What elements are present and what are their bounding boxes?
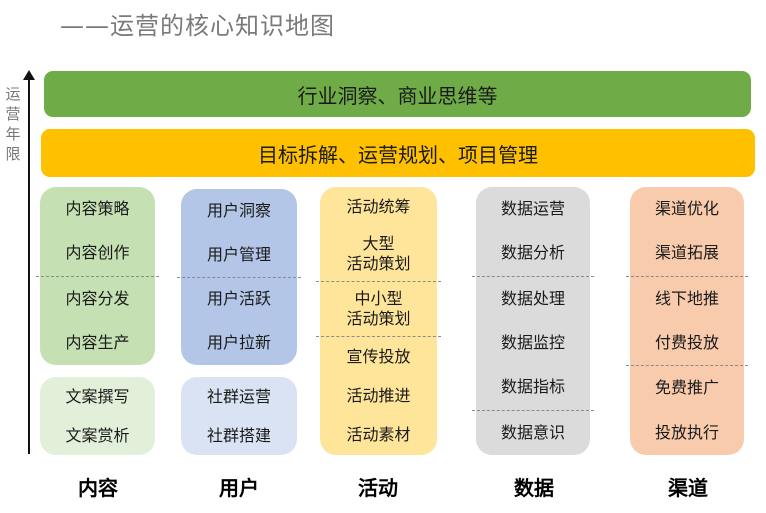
divider [316, 336, 441, 338]
column-label-activity: 活动 [358, 476, 398, 500]
list-item: 数据意识 [500, 422, 565, 442]
divider [626, 365, 748, 367]
column-label-content: 内容 [78, 476, 118, 500]
list-item: 文案赏析 [65, 425, 130, 445]
arrow-up-icon [23, 70, 35, 80]
list-item: 中小型 活动策划 [346, 289, 411, 329]
divider [626, 275, 748, 277]
bar-label: 目标拆解、运营规划、项目管理 [258, 142, 538, 167]
list-item: 付费投放 [654, 333, 719, 353]
list-item: 数据运营 [500, 199, 565, 219]
list-item: 社群运营 [206, 386, 271, 406]
column-label-user: 用户 [219, 476, 259, 500]
bar-planning-management: 目标拆解、运营规划、项目管理 [41, 129, 755, 177]
list-item: 数据指标 [500, 377, 565, 397]
content-lower-box: 文案撰写 文案赏析 [40, 377, 155, 455]
list-item: 活动统筹 [346, 196, 411, 216]
divider [472, 275, 594, 277]
list-item: 渠道优化 [654, 199, 719, 219]
list-item: 文案撰写 [65, 386, 130, 406]
list-item: 用户活跃 [206, 289, 271, 309]
diagram-title: ——运营的核心知识地图 [60, 12, 335, 40]
column-label-channel: 渠道 [668, 476, 708, 500]
divider [316, 280, 441, 282]
list-item: 数据监控 [500, 333, 565, 353]
list-item: 线下地推 [654, 288, 719, 308]
list-item: 免费推广 [654, 378, 719, 398]
list-item: 活动素材 [346, 425, 411, 445]
axis-line [28, 76, 30, 454]
content-upper-box: 内容策略 内容创作 内容分发 内容生产 [36, 187, 159, 365]
list-item: 用户管理 [206, 244, 271, 264]
list-item: 社群搭建 [206, 425, 271, 445]
channel-box: 渠道优化 渠道拓展 线下地推 付费投放 免费推广 投放执行 [626, 187, 748, 455]
user-lower-box: 社群运营 社群搭建 [181, 377, 297, 455]
list-item: 数据分析 [500, 243, 565, 263]
list-item: 数据处理 [500, 288, 565, 308]
list-item: 用户拉新 [206, 333, 271, 353]
list-item: 内容生产 [65, 332, 130, 352]
list-item: 投放执行 [654, 422, 719, 442]
divider [177, 276, 301, 278]
bar-business-thinking: 行业洞察、商业思维等 [44, 71, 751, 117]
column-label-data: 数据 [514, 476, 554, 500]
user-upper-box: 用户洞察 用户管理 用户活跃 用户拉新 [177, 189, 301, 365]
list-item: 大型 活动策划 [346, 233, 411, 273]
list-item: 内容分发 [65, 288, 130, 308]
bar-label: 行业洞察、商业思维等 [297, 83, 498, 108]
list-item: 宣传投放 [346, 346, 411, 366]
axis-label: 运营年限 [5, 85, 21, 163]
divider [472, 409, 594, 411]
data-box: 数据运营 数据分析 数据处理 数据监控 数据指标 数据意识 [472, 187, 594, 455]
activity-box: 活动统筹 大型 活动策划 中小型 活动策划 宣传投放 活动推进 活动素材 [316, 187, 441, 455]
divider [36, 275, 159, 277]
list-item: 活动推进 [346, 386, 411, 406]
list-item: 渠道拓展 [654, 243, 719, 263]
list-item: 内容策略 [65, 199, 130, 219]
list-item: 内容创作 [65, 243, 130, 263]
list-item: 用户洞察 [206, 200, 271, 220]
